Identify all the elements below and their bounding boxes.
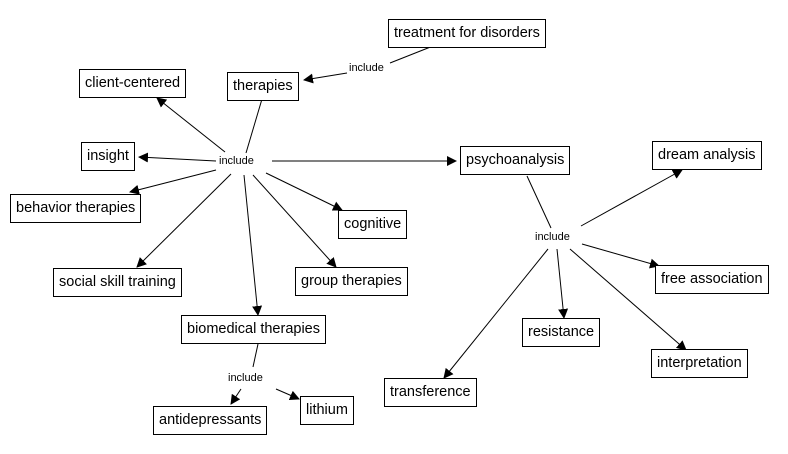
connector-include-to-social-skill-training: [136, 173, 232, 268]
node-biomedical-therapies[interactable]: biomedical therapies: [181, 315, 326, 344]
connector-include-to-dream-analysis: [580, 169, 683, 227]
node-antidepressants[interactable]: antidepressants: [153, 406, 268, 435]
connector-include-to-group-therapies: [252, 174, 337, 268]
connector-include-to-interpretation: [569, 248, 687, 351]
connector-biomedical-to-include: [252, 343, 259, 368]
connector-include-to-antidepressants: [230, 388, 242, 405]
connector-include-to-cognitive: [265, 172, 343, 211]
connector-include-to-transference: [443, 248, 549, 379]
node-cognitive[interactable]: cognitive: [338, 210, 408, 239]
connector-include-to-free-association: [581, 243, 660, 269]
include-label-biomedical: include: [227, 372, 264, 385]
node-resistance[interactable]: resistance: [522, 318, 601, 347]
connector-therapies-to-include: [245, 98, 263, 154]
connector-include-to-resistance: [556, 248, 569, 319]
node-therapies[interactable]: therapies: [227, 72, 299, 101]
node-transference[interactable]: transference: [384, 378, 477, 407]
connector-include-to-therapies: [303, 72, 348, 84]
connector-include-to-lithium: [275, 388, 300, 400]
connector-treatment-to-include: [389, 45, 434, 64]
node-insight[interactable]: insight: [81, 142, 135, 171]
connector-include-to-insight: [138, 152, 217, 163]
connector-include-to-biomedical-therapies: [243, 174, 263, 316]
include-label-therapies: include: [218, 155, 255, 168]
node-free-association[interactable]: free association: [655, 265, 769, 294]
node-treatment-for-disorders[interactable]: treatment for disorders: [388, 19, 546, 48]
node-interpretation[interactable]: interpretation: [651, 349, 748, 378]
node-group-therapies[interactable]: group therapies: [295, 267, 408, 296]
node-social-skill-training[interactable]: social skill training: [53, 268, 182, 297]
include-label-treatment: include: [348, 62, 385, 75]
node-client-centered[interactable]: client-centered: [79, 69, 187, 98]
node-psychoanalysis[interactable]: psychoanalysis: [460, 146, 571, 175]
connector-include-to-behavior-therapies: [129, 169, 217, 195]
node-behavior-therapies[interactable]: behavior therapies: [10, 194, 142, 223]
connector-include-to-client-centered: [156, 97, 226, 153]
node-lithium[interactable]: lithium: [300, 396, 354, 425]
node-dream-analysis[interactable]: dream analysis: [652, 141, 762, 170]
connector-psychoanalysis-to-include: [526, 175, 552, 229]
include-label-psychoanalysis: include: [534, 231, 571, 244]
